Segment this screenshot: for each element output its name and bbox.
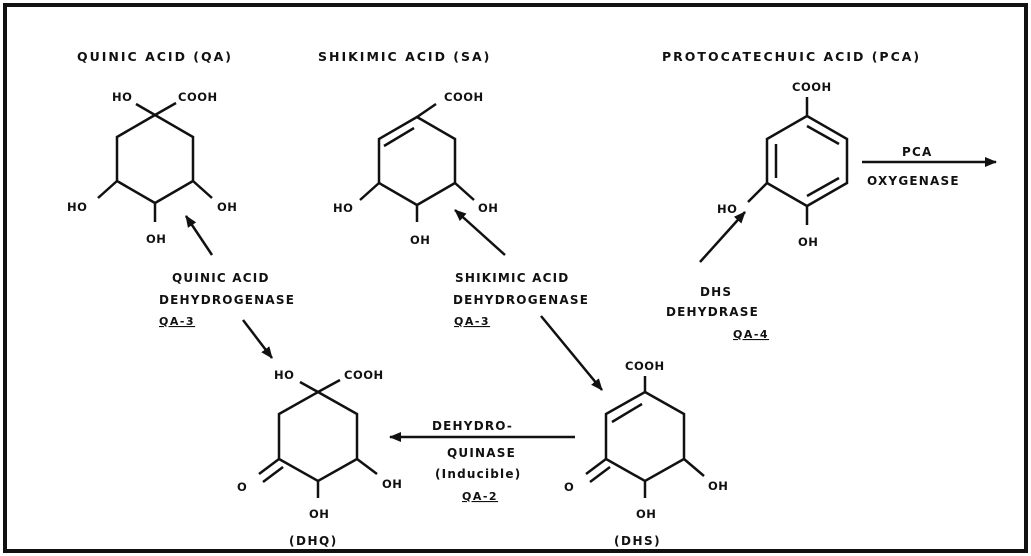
sa-title: SHIKIMIC ACID (SA)	[318, 49, 491, 64]
compound-dhs	[585, 376, 705, 498]
qa-group-right: OH	[217, 200, 237, 214]
dehydroquinase-line2: QUINASE	[447, 446, 516, 460]
arrow-to-dhq	[242, 319, 273, 359]
arrow-to-dhs	[540, 315, 603, 391]
sa-group-bottom: OH	[410, 233, 430, 247]
pca-group-left: HO	[717, 202, 737, 216]
compound-dhq	[258, 378, 378, 498]
dehydroquinase-line1: DEHYDRO-	[432, 419, 513, 433]
dhs-ring	[604, 390, 686, 483]
dhs-dehydrase-gene: QA-4	[733, 328, 769, 341]
qa-dh-line2: DEHYDROGENASE	[159, 293, 295, 307]
dhs-group-left: O	[564, 480, 574, 494]
compound-protocatechuic-acid	[747, 97, 849, 225]
pca-oxygenase-line2: OXYGENASE	[867, 174, 960, 188]
compound-quinic-acid	[97, 101, 213, 222]
sa-group-left: HO	[333, 201, 353, 215]
reaction-arrows	[184, 157, 997, 442]
sa-dh-gene: QA-3	[454, 315, 490, 328]
qa-group-top-right: COOH	[178, 90, 218, 104]
qa-group-bottom: OH	[146, 232, 166, 246]
qa-dh-line1: QUINIC ACID	[172, 271, 270, 285]
qa-ring	[115, 113, 195, 205]
compound-shikimic-acid	[359, 102, 475, 222]
pca-title: PROTOCATECHUIC ACID (PCA)	[662, 49, 921, 64]
dhs-dehydrase-line1: DHS	[700, 285, 732, 299]
dhq-group-bottom: OH	[309, 507, 329, 521]
arrow-to-sa	[454, 209, 506, 256]
sa-dh-line2: DEHYDROGENASE	[453, 293, 589, 307]
dhq-group-left: O	[237, 480, 247, 494]
sa-group-top: COOH	[444, 90, 484, 104]
sa-ring	[377, 115, 457, 207]
dhq-group-right: OH	[382, 477, 402, 491]
pca-group-bottom: OH	[798, 235, 818, 249]
dehydroquinase-line3: (Inducible)	[435, 467, 521, 481]
pca-group-top: COOH	[792, 80, 832, 94]
figure-frame	[3, 3, 1028, 553]
sa-group-right: OH	[478, 201, 498, 215]
dhq-group-top-right: COOH	[344, 368, 384, 382]
dhs-group-top: COOH	[625, 359, 665, 373]
dhs-group-bottom: OH	[636, 507, 656, 521]
dhs-dehydrase-line2: DEHYDRASE	[666, 305, 759, 319]
pca-oxygenase-line1: PCA	[902, 145, 933, 159]
qa-title: QUINIC ACID (QA)	[77, 49, 233, 64]
dhs-group-right: OH	[708, 479, 728, 493]
dhq-title: (DHQ)	[289, 534, 338, 548]
dehydroquinase-gene: QA-2	[462, 490, 498, 503]
arrow-to-qa	[184, 215, 214, 256]
qa-group-top-left: HO	[112, 90, 132, 104]
dhq-ring	[277, 390, 359, 483]
qa-group-left: HO	[67, 200, 87, 214]
qa-dh-gene: QA-3	[159, 315, 195, 328]
dhq-group-top-left: HO	[274, 368, 294, 382]
dhs-title: (DHS)	[614, 534, 661, 548]
sa-dh-line1: SHIKIMIC ACID	[455, 271, 569, 285]
arrow-to-pca	[699, 211, 746, 263]
pca-ring	[765, 114, 849, 208]
